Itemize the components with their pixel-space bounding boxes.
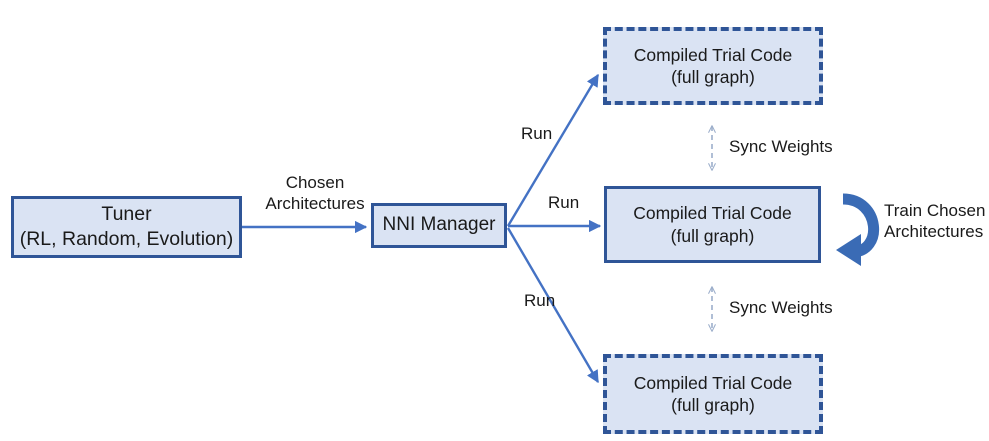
edge-label-chosen-architectures-line-1: Chosen: [285, 173, 345, 192]
edge-label-sync-weights-bottom: Sync Weights: [729, 298, 833, 317]
node-trial-middle-line-1: Compiled Trial Code: [633, 203, 792, 224]
edge-label-train-chosen-line-1: Train Chosen: [884, 201, 986, 220]
edge-label-train-chosen-line-2: Architectures: [884, 222, 984, 242]
node-nni-manager: NNI Manager: [371, 203, 507, 248]
node-trial-middle-line-2: (full graph): [670, 225, 755, 246]
node-tuner: Tuner (RL, Random, Evolution): [11, 196, 242, 258]
node-tuner-line-2: (RL, Random, Evolution): [19, 228, 234, 250]
train-loop-arrow: [836, 193, 879, 266]
edge-label-run-bottom: Run: [524, 291, 556, 310]
node-trial-top-line-1: Compiled Trial Code: [633, 44, 793, 65]
node-compiled-trial-code-bottom: Compiled Trial Code (full graph): [603, 354, 823, 434]
edge-label-chosen-architectures: Chosen Architectures: [259, 172, 371, 215]
node-nni-manager-label: NNI Manager: [382, 214, 496, 236]
edge-label-run-top: Run: [521, 124, 553, 143]
edge-label-sync-weights-top: Sync Weights: [729, 137, 833, 156]
edge-label-chosen-architectures-line-2: Architectures: [265, 194, 365, 214]
node-compiled-trial-code-middle: Compiled Trial Code (full graph): [604, 186, 821, 263]
node-trial-bottom-line-1: Compiled Trial Code: [633, 372, 793, 393]
node-trial-bottom-line-2: (full graph): [671, 395, 755, 415]
edge-label-run-middle: Run: [548, 193, 580, 212]
node-trial-top-line-2: (full graph): [671, 67, 755, 87]
edge-label-train-chosen-architectures: Train Chosen Architectures: [884, 200, 989, 243]
node-compiled-trial-code-top: Compiled Trial Code (full graph): [603, 27, 823, 105]
node-tuner-line-1: Tuner: [101, 203, 152, 226]
